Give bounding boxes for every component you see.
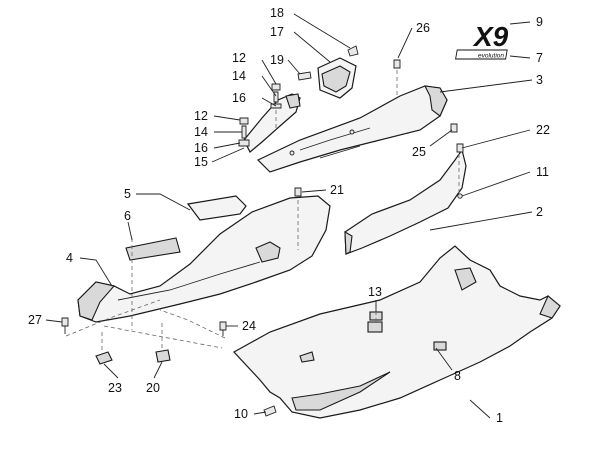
part-4-left-fairing: [77, 195, 331, 323]
callout-23: 23: [108, 381, 122, 395]
callout-16-upper: 16: [232, 91, 246, 105]
logo-badge-text: evolution: [478, 53, 504, 60]
x9-logo: X9 evolution: [455, 21, 509, 60]
callout-27: 27: [28, 313, 42, 327]
callout-4: 4: [66, 251, 73, 265]
callout-26: 26: [416, 21, 430, 35]
callout-24: 24: [242, 319, 256, 333]
callout-10: 10: [234, 407, 248, 421]
callout-15: 15: [194, 155, 208, 169]
callout-6: 6: [124, 209, 131, 223]
callout-13: 13: [368, 285, 382, 299]
callout-19: 19: [270, 53, 284, 67]
callout-leaders: [45, 13, 533, 419]
callout-7: 7: [536, 51, 543, 65]
part-3-upper-cover: [256, 85, 448, 173]
callout-14-upper: 14: [232, 69, 246, 83]
part-2-side-fairing: [344, 148, 467, 255]
callout-11: 11: [536, 165, 549, 179]
part-17-bracket: [317, 45, 359, 99]
part-5-panel: [125, 195, 247, 261]
callout-16-lower: 16: [194, 141, 208, 155]
callout-8: 8: [454, 369, 461, 383]
logo-badge-plate: [455, 49, 508, 60]
callout-3: 3: [536, 73, 543, 87]
logo-x9-text: X9: [472, 21, 509, 52]
callout-1: 1: [496, 411, 503, 425]
callout-14-lower: 14: [194, 125, 208, 139]
callout-12-lower: 12: [194, 109, 208, 123]
callout-20: 20: [146, 381, 160, 395]
callout-22: 22: [536, 123, 550, 137]
alignment-lines: [65, 70, 460, 350]
part-1-right-fairing: [233, 245, 561, 419]
part-15-clip: [243, 93, 301, 153]
callout-25: 25: [412, 145, 426, 159]
callout-labels: 1 2 3 4 5 6 7 8 9 10 11 12 12 13 14 14 1…: [28, 6, 550, 425]
callout-9: 9: [536, 15, 543, 29]
callout-5: 5: [124, 187, 131, 201]
callout-17: 17: [270, 25, 284, 39]
callout-12-upper: 12: [232, 51, 246, 65]
callout-2: 2: [536, 205, 543, 219]
callout-21: 21: [330, 183, 344, 197]
callout-18: 18: [270, 6, 284, 20]
